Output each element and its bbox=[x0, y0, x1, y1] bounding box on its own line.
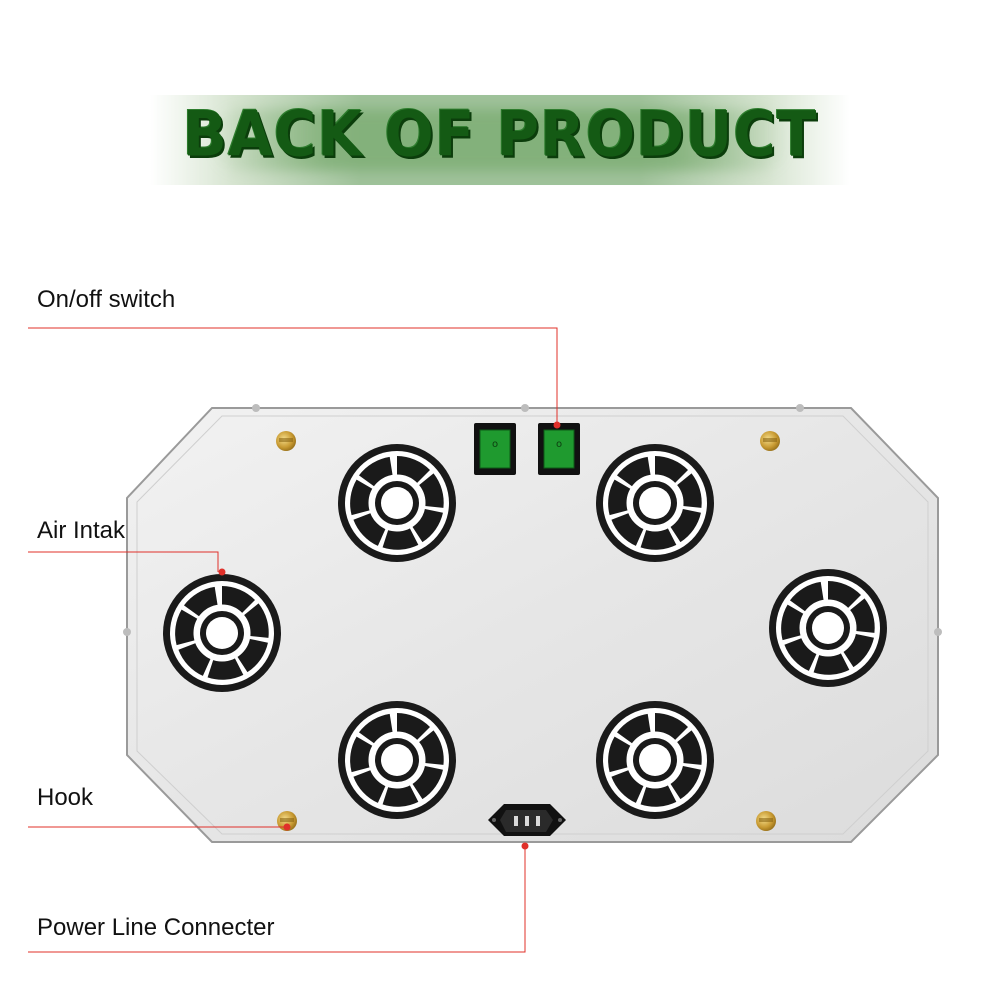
fan-icon bbox=[161, 572, 283, 694]
on-off-switch-left[interactable]: o bbox=[474, 423, 516, 475]
fan-icon bbox=[767, 567, 889, 689]
fan-icon bbox=[594, 442, 716, 564]
page-title: BACK OF PRODUCT bbox=[182, 97, 818, 171]
hook-label: Hook bbox=[37, 784, 94, 811]
hook-top-right bbox=[760, 431, 780, 451]
power-line-connector[interactable] bbox=[488, 804, 566, 836]
on-off-switch-right[interactable]: o bbox=[538, 423, 580, 475]
title-banner bbox=[150, 95, 850, 185]
product-panel bbox=[126, 407, 939, 843]
fan-icon bbox=[336, 442, 458, 564]
fan-icon bbox=[594, 699, 716, 821]
hook-bottom-right bbox=[756, 811, 776, 831]
callout-lines bbox=[28, 327, 558, 953]
switch-mark-right: o bbox=[556, 439, 562, 450]
hook-bottom-left bbox=[277, 811, 297, 831]
power-line-connecter-label: Power Line Connecter bbox=[37, 914, 275, 941]
callout-dots bbox=[218, 421, 561, 850]
on-off-switch-label: On/off switch bbox=[37, 286, 176, 313]
air-intake-label: Air Intake bbox=[37, 517, 139, 544]
hook-top-left bbox=[276, 431, 296, 451]
switch-mark-left: o bbox=[492, 439, 498, 450]
fan-icon bbox=[336, 699, 458, 821]
